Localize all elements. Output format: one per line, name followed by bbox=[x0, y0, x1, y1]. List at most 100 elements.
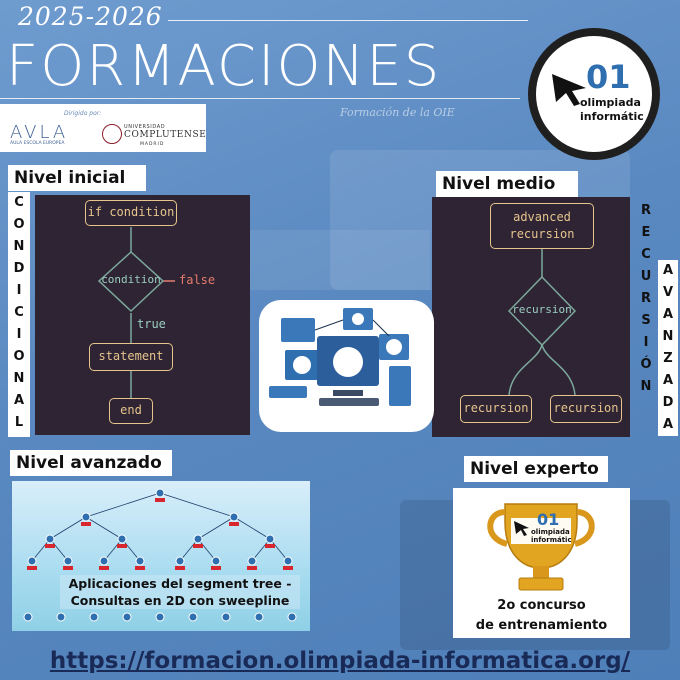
segment-tree-line2: Consultas en 2D con sweepline bbox=[70, 593, 290, 608]
tree-node-tag bbox=[117, 544, 127, 548]
tree-leaf bbox=[89, 612, 99, 622]
tree-node-tag bbox=[27, 566, 37, 570]
trophy-line1: olimpiada bbox=[531, 528, 570, 536]
tree-leaf bbox=[23, 612, 33, 622]
segment-tree-diagram bbox=[23, 488, 297, 622]
cursor-icon bbox=[552, 74, 586, 106]
experto-line2: de entrenamiento bbox=[475, 618, 608, 633]
tree-edge bbox=[159, 492, 235, 518]
tree-node-tag bbox=[265, 544, 275, 548]
footer: https://formacion.olimpiada-informatica.… bbox=[0, 646, 680, 680]
monitors-icon bbox=[269, 308, 411, 406]
ucm-city: MADRID bbox=[140, 142, 165, 147]
tree-node-tag bbox=[99, 566, 109, 570]
tree-leaf bbox=[287, 612, 297, 622]
side-letter: O bbox=[13, 217, 25, 232]
tree-leaf bbox=[254, 612, 264, 622]
segment-tree-panel: Aplicaciones del segment tree - Consulta… bbox=[12, 481, 310, 631]
side-letter: C bbox=[14, 195, 24, 210]
node-recursion-middle: recursion bbox=[512, 303, 572, 316]
label-nivel-experto: Nivel experto bbox=[464, 456, 608, 482]
side-letter: R bbox=[640, 203, 651, 218]
tree-node bbox=[211, 556, 221, 566]
aula-subtitle: AULA ESCOLA EUROPEA bbox=[10, 141, 65, 146]
side-letter: L bbox=[14, 415, 24, 430]
tree-edge bbox=[103, 538, 123, 562]
tagline: Formación de la OIE bbox=[340, 106, 455, 119]
label-nivel-avanzado: Nivel avanzado bbox=[10, 450, 172, 476]
side-letter: D bbox=[13, 261, 25, 276]
tree-leaf bbox=[188, 612, 198, 622]
tree-node-tag bbox=[247, 566, 257, 570]
side-letter: V bbox=[662, 285, 674, 300]
tree-node-tag bbox=[283, 566, 293, 570]
node-end: end bbox=[109, 398, 153, 424]
tree-node bbox=[229, 512, 239, 522]
ucm-top-text: UNIVERSIDAD bbox=[124, 124, 166, 130]
tree-node-tag bbox=[175, 566, 185, 570]
side-letter: A bbox=[13, 393, 25, 408]
olimpiada-logo: 01 olimpiada informátic bbox=[528, 28, 660, 160]
side-letter: U bbox=[640, 269, 652, 284]
side-letter: A bbox=[662, 307, 674, 322]
tree-leaf bbox=[155, 612, 165, 622]
side-letter: S bbox=[641, 313, 651, 328]
header-divider bbox=[168, 20, 528, 21]
trophy-number: 01 bbox=[537, 510, 560, 529]
tree-edge bbox=[85, 492, 161, 518]
tree-node-tag bbox=[155, 498, 165, 502]
segment-tree-line1: Aplicaciones del segment tree - bbox=[68, 576, 292, 591]
flowchart-lines bbox=[97, 227, 175, 398]
side-letter: R bbox=[640, 291, 651, 306]
tree-node bbox=[283, 556, 293, 566]
tree-node bbox=[193, 534, 203, 544]
side-letter: A bbox=[662, 263, 674, 278]
tree-edge bbox=[49, 538, 69, 562]
label-true: true bbox=[137, 317, 166, 331]
experto-line1: 2o concurso bbox=[497, 598, 586, 613]
tree-edge bbox=[121, 538, 141, 562]
tree-edge bbox=[49, 516, 87, 540]
trophy-cursor-icon bbox=[514, 521, 529, 536]
tree-node bbox=[63, 556, 73, 566]
side-letter: I bbox=[16, 283, 22, 298]
tree-node-tag bbox=[45, 544, 55, 548]
tree-node bbox=[45, 534, 55, 544]
tree-node-tag bbox=[193, 544, 203, 548]
side-letter: Ó bbox=[640, 357, 652, 372]
tree-edge bbox=[197, 538, 217, 562]
tree-node-tag bbox=[81, 522, 91, 526]
title-underline bbox=[0, 98, 520, 99]
node-condition: condition bbox=[101, 273, 161, 286]
tree-leaf bbox=[221, 612, 231, 622]
ucm-seal-icon bbox=[102, 124, 122, 144]
node-statement: statement bbox=[89, 343, 173, 371]
aula-logo: AVLA bbox=[10, 122, 69, 143]
experto-caption: 2o concurso de entrenamiento bbox=[453, 596, 630, 636]
side-letter: N bbox=[640, 379, 652, 394]
label-false: false bbox=[179, 273, 216, 287]
tree-node bbox=[99, 556, 109, 566]
tree-node bbox=[135, 556, 145, 566]
side-letter: D bbox=[662, 395, 674, 410]
node-recursion-right: recursion bbox=[550, 395, 622, 423]
logo-line1: olimpiada bbox=[580, 96, 641, 109]
side-letter: I bbox=[16, 327, 22, 342]
website-link[interactable]: https://formacion.olimpiada-informatica.… bbox=[49, 648, 631, 674]
tree-node-tag bbox=[229, 522, 239, 526]
side-letter: A bbox=[662, 373, 674, 388]
side-letter: I bbox=[643, 335, 649, 350]
panel-nivel-inicial: if condition condition false true statem… bbox=[35, 195, 250, 435]
label-nivel-medio: Nivel medio bbox=[436, 171, 578, 197]
trophy-line2: informátic bbox=[531, 536, 572, 544]
tree-edge bbox=[269, 538, 289, 562]
tree-node-tag bbox=[135, 566, 145, 570]
node-advanced-line1: advanced bbox=[513, 210, 571, 224]
ucm-name: COMPLUTENSE bbox=[124, 130, 207, 140]
tree-edge bbox=[179, 538, 199, 562]
tree-edge bbox=[85, 516, 123, 540]
tree-leaf bbox=[122, 612, 132, 622]
page-title: FORMACIONES bbox=[6, 34, 442, 99]
